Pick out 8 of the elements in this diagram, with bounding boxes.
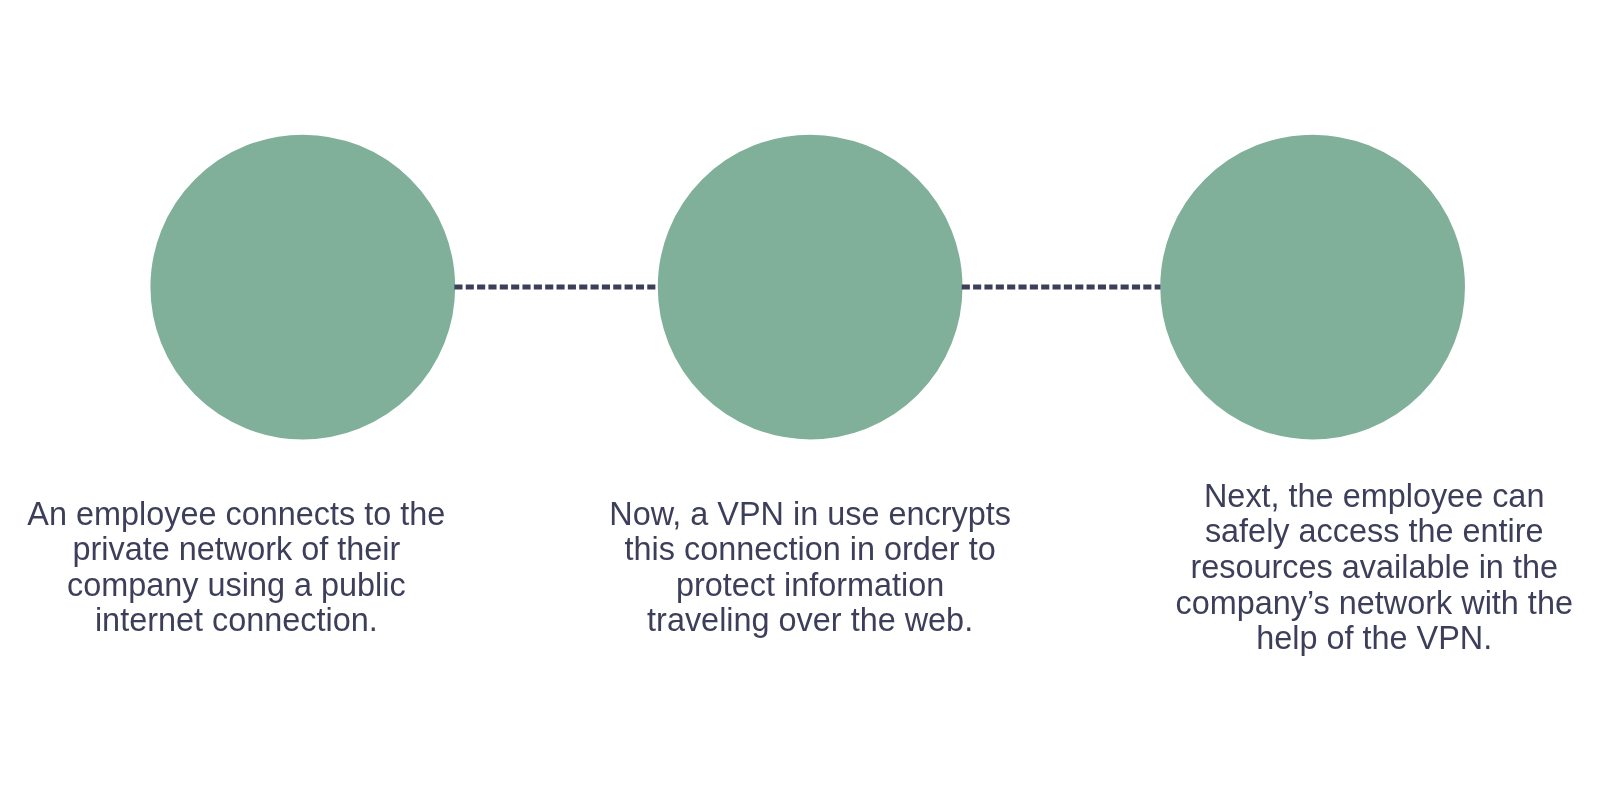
node-label: An employee connects to the private network of their company using a public internet connection. — [27, 495, 446, 638]
node-circle — [150, 134, 456, 439]
node-label: Now, a VPN in use encrypts this connection in order to protect information traveling over the web. — [609, 495, 1011, 638]
node-circle — [657, 134, 963, 439]
node-circle — [1160, 134, 1465, 439]
connector — [454, 284, 658, 289]
connector — [961, 284, 1161, 289]
node-label: Next, the employee can safely access the entire resources available in the company’s network with the help of the VPN. — [1175, 477, 1573, 656]
